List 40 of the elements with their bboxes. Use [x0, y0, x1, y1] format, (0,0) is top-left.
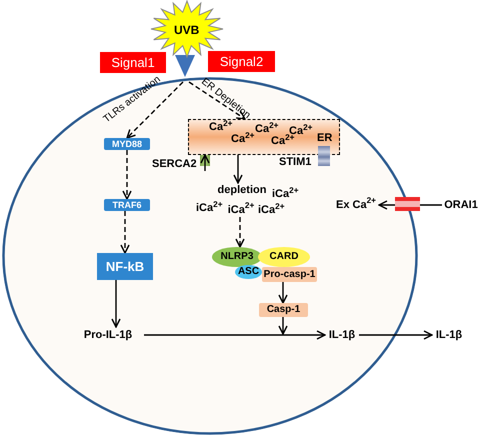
ion-label: Ca$^{2+}$	[271, 136, 294, 147]
arrow	[378, 200, 442, 210]
arrow	[278, 282, 288, 304]
molecule-label: iCa$^{2+}$	[258, 205, 285, 216]
signal-box: Signal2	[208, 51, 275, 72]
molecule-label: iCa$^{2+}$	[226, 203, 256, 217]
arrow	[233, 155, 243, 184]
arrow	[359, 330, 433, 340]
molecule-label: IL-1β	[432, 327, 466, 343]
arrow	[126, 82, 184, 139]
signal-box: Signal1	[100, 52, 166, 73]
molecule-label: depletion	[214, 183, 270, 197]
molecule-label: iCa$^{2+}$	[196, 203, 223, 214]
ion-label: Ca$^{2+}$	[209, 122, 232, 133]
molecule-label: Ex Ca$^{2+}$	[333, 198, 379, 212]
arrow	[175, 55, 195, 77]
protein-box: Casp-1	[259, 303, 308, 317]
arrow	[200, 154, 210, 171]
protein-box: Pro-casp-1	[262, 267, 317, 282]
protein-box: NF-kB	[97, 253, 153, 280]
stimulus-label: UVB	[174, 22, 200, 39]
arrow	[111, 280, 121, 328]
molecule-label: IL-1β	[325, 327, 359, 343]
arrow	[188, 81, 246, 120]
ion-label: Ca$^{2+}$	[231, 134, 254, 145]
arrow	[278, 317, 288, 335]
molecule-label: Pro-IL-1β	[72, 327, 144, 343]
protein-box: MYD88	[104, 138, 150, 150]
molecule-label: iCa$^{2+}$	[272, 189, 299, 200]
molecule-label: SERCA2	[152, 157, 212, 171]
organelle-label: ER	[317, 133, 332, 144]
arrow	[120, 211, 130, 254]
organelle-box	[188, 119, 340, 155]
arrow	[235, 217, 245, 248]
protein-box: TRAF6	[104, 199, 150, 211]
molecule-label: ORAI1	[442, 198, 480, 212]
molecule-label: STIM1	[279, 157, 312, 168]
arrow	[144, 330, 326, 340]
ion-label: Ca$^{2+}$	[255, 124, 278, 135]
arrow	[122, 150, 132, 200]
